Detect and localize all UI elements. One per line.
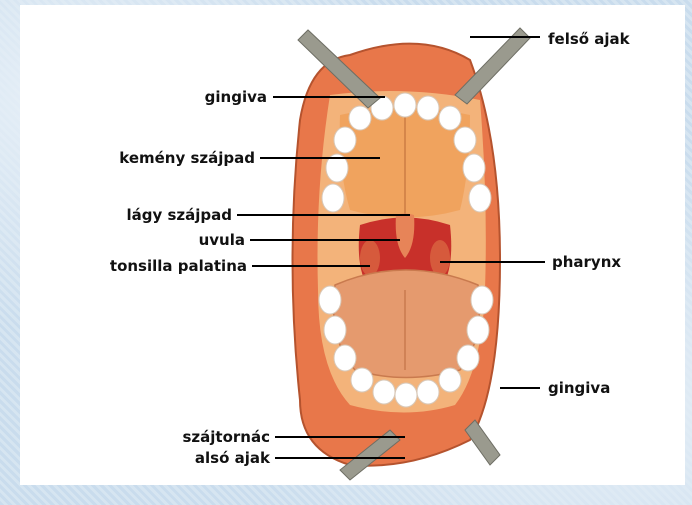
tonsil-right [430,240,450,276]
label-felso-ajak: felső ajak [548,30,630,48]
label-lagy-szajpad: lágy szájpad [60,206,232,224]
label-gingiva-bottom: gingiva [548,379,610,397]
label-kemeny-szajpad: kemény szájpad [60,149,255,167]
label-gingiva-top: gingiva [180,88,267,106]
label-uvula: uvula [100,231,245,249]
tonsil-left [360,240,380,276]
label-szajtornac: szájtornác [100,428,270,446]
label-pharynx: pharynx [552,253,621,271]
label-tonsilla-palatina: tonsilla palatina [30,257,247,275]
retractor-bottom-right [465,420,500,465]
label-also-ajak: alsó ajak [100,449,270,467]
